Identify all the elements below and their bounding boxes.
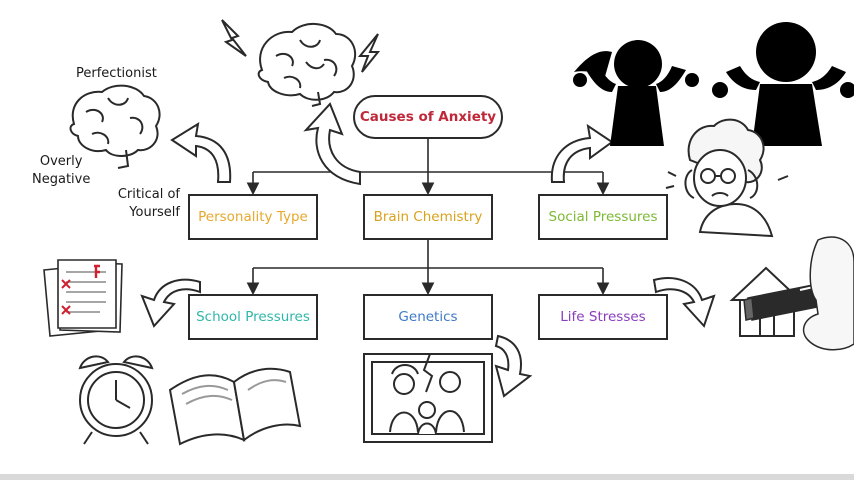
annotation-overly-negative: Overly Negative (32, 154, 91, 187)
curved-arrow-to-house (652, 277, 716, 328)
node-label: Brain Chemistry (373, 209, 483, 225)
alarm-clock-icon (78, 355, 154, 445)
anxious-person-icon (665, 118, 789, 238)
node-label: Genetics (398, 309, 458, 325)
hand-with-marker-icon (743, 236, 854, 351)
node-school-pressures: School Pressures (188, 294, 318, 340)
annotation-critical-of-yourself: Critical of Yourself (117, 187, 180, 220)
root-label: Causes of Anxiety (359, 109, 497, 125)
curved-arrow-to-left-brain (170, 121, 232, 183)
lightning-bolt-icon (221, 19, 381, 73)
node-label: School Pressures (196, 309, 310, 325)
node-social-pressures: Social Pressures (538, 194, 668, 240)
graded-papers-icon (43, 259, 123, 337)
root-node-causes-of-anxiety: Causes of Anxiety (353, 95, 503, 139)
brain-icon (69, 84, 161, 169)
open-book-icon (168, 367, 302, 446)
node-genetics: Genetics (363, 294, 493, 340)
people-silhouette-icon (573, 22, 854, 146)
annotation-perfectionist: Perfectionist (76, 66, 157, 81)
node-personality-type: Personality Type (188, 194, 318, 240)
curved-arrow-to-brain (303, 102, 361, 186)
node-life-stresses: Life Stresses (538, 294, 668, 340)
family-photo-icon (363, 353, 493, 443)
node-label: Life Stresses (560, 309, 646, 325)
node-label: Social Pressures (548, 209, 658, 225)
connector-lines (246, 138, 610, 296)
curved-arrow-to-family (494, 334, 533, 398)
curved-arrow-to-papers (140, 278, 201, 328)
brain-icon (257, 23, 357, 107)
node-brain-chemistry: Brain Chemistry (363, 194, 493, 240)
node-label: Personality Type (198, 209, 308, 225)
bottom-strip (0, 474, 854, 480)
